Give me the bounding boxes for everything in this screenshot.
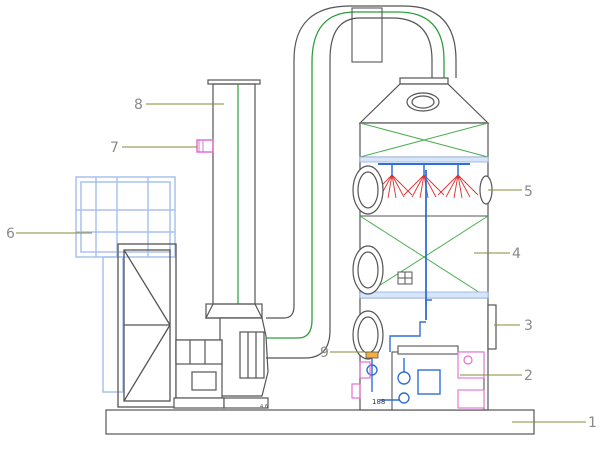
- label-chimney: 8: [134, 97, 143, 113]
- control-cabinet: [75, 176, 176, 393]
- pump-tank: [391, 345, 485, 411]
- label-inlet: 3: [524, 318, 533, 334]
- pump-unit: [366, 299, 441, 404]
- tower-top: [358, 77, 490, 124]
- fan: [173, 317, 269, 409]
- pump-mark: 188: [372, 398, 385, 406]
- sampling-port: [196, 139, 214, 153]
- view-windows: [352, 165, 493, 360]
- label-base: 1: [588, 415, 597, 431]
- label-spray-layer: 5: [524, 184, 533, 200]
- label-pipe: 9: [320, 345, 329, 361]
- exhaust-duct: [266, 5, 457, 359]
- leader-lines: [16, 103, 586, 423]
- fan-mark: 4.6: [260, 404, 268, 410]
- base-slab: [105, 409, 535, 435]
- chimney: [205, 79, 263, 319]
- spray-layer: [371, 163, 479, 199]
- pipe-fitting: [365, 351, 379, 359]
- label-pump-tank: 2: [524, 368, 533, 384]
- valves: [351, 355, 473, 399]
- inlet-duct: [487, 304, 497, 350]
- fan-support-frame: [117, 243, 177, 408]
- label-tower-body: 4: [512, 246, 521, 262]
- label-control-cabinet: 6: [6, 226, 15, 242]
- label-sampling-port: 7: [110, 140, 119, 156]
